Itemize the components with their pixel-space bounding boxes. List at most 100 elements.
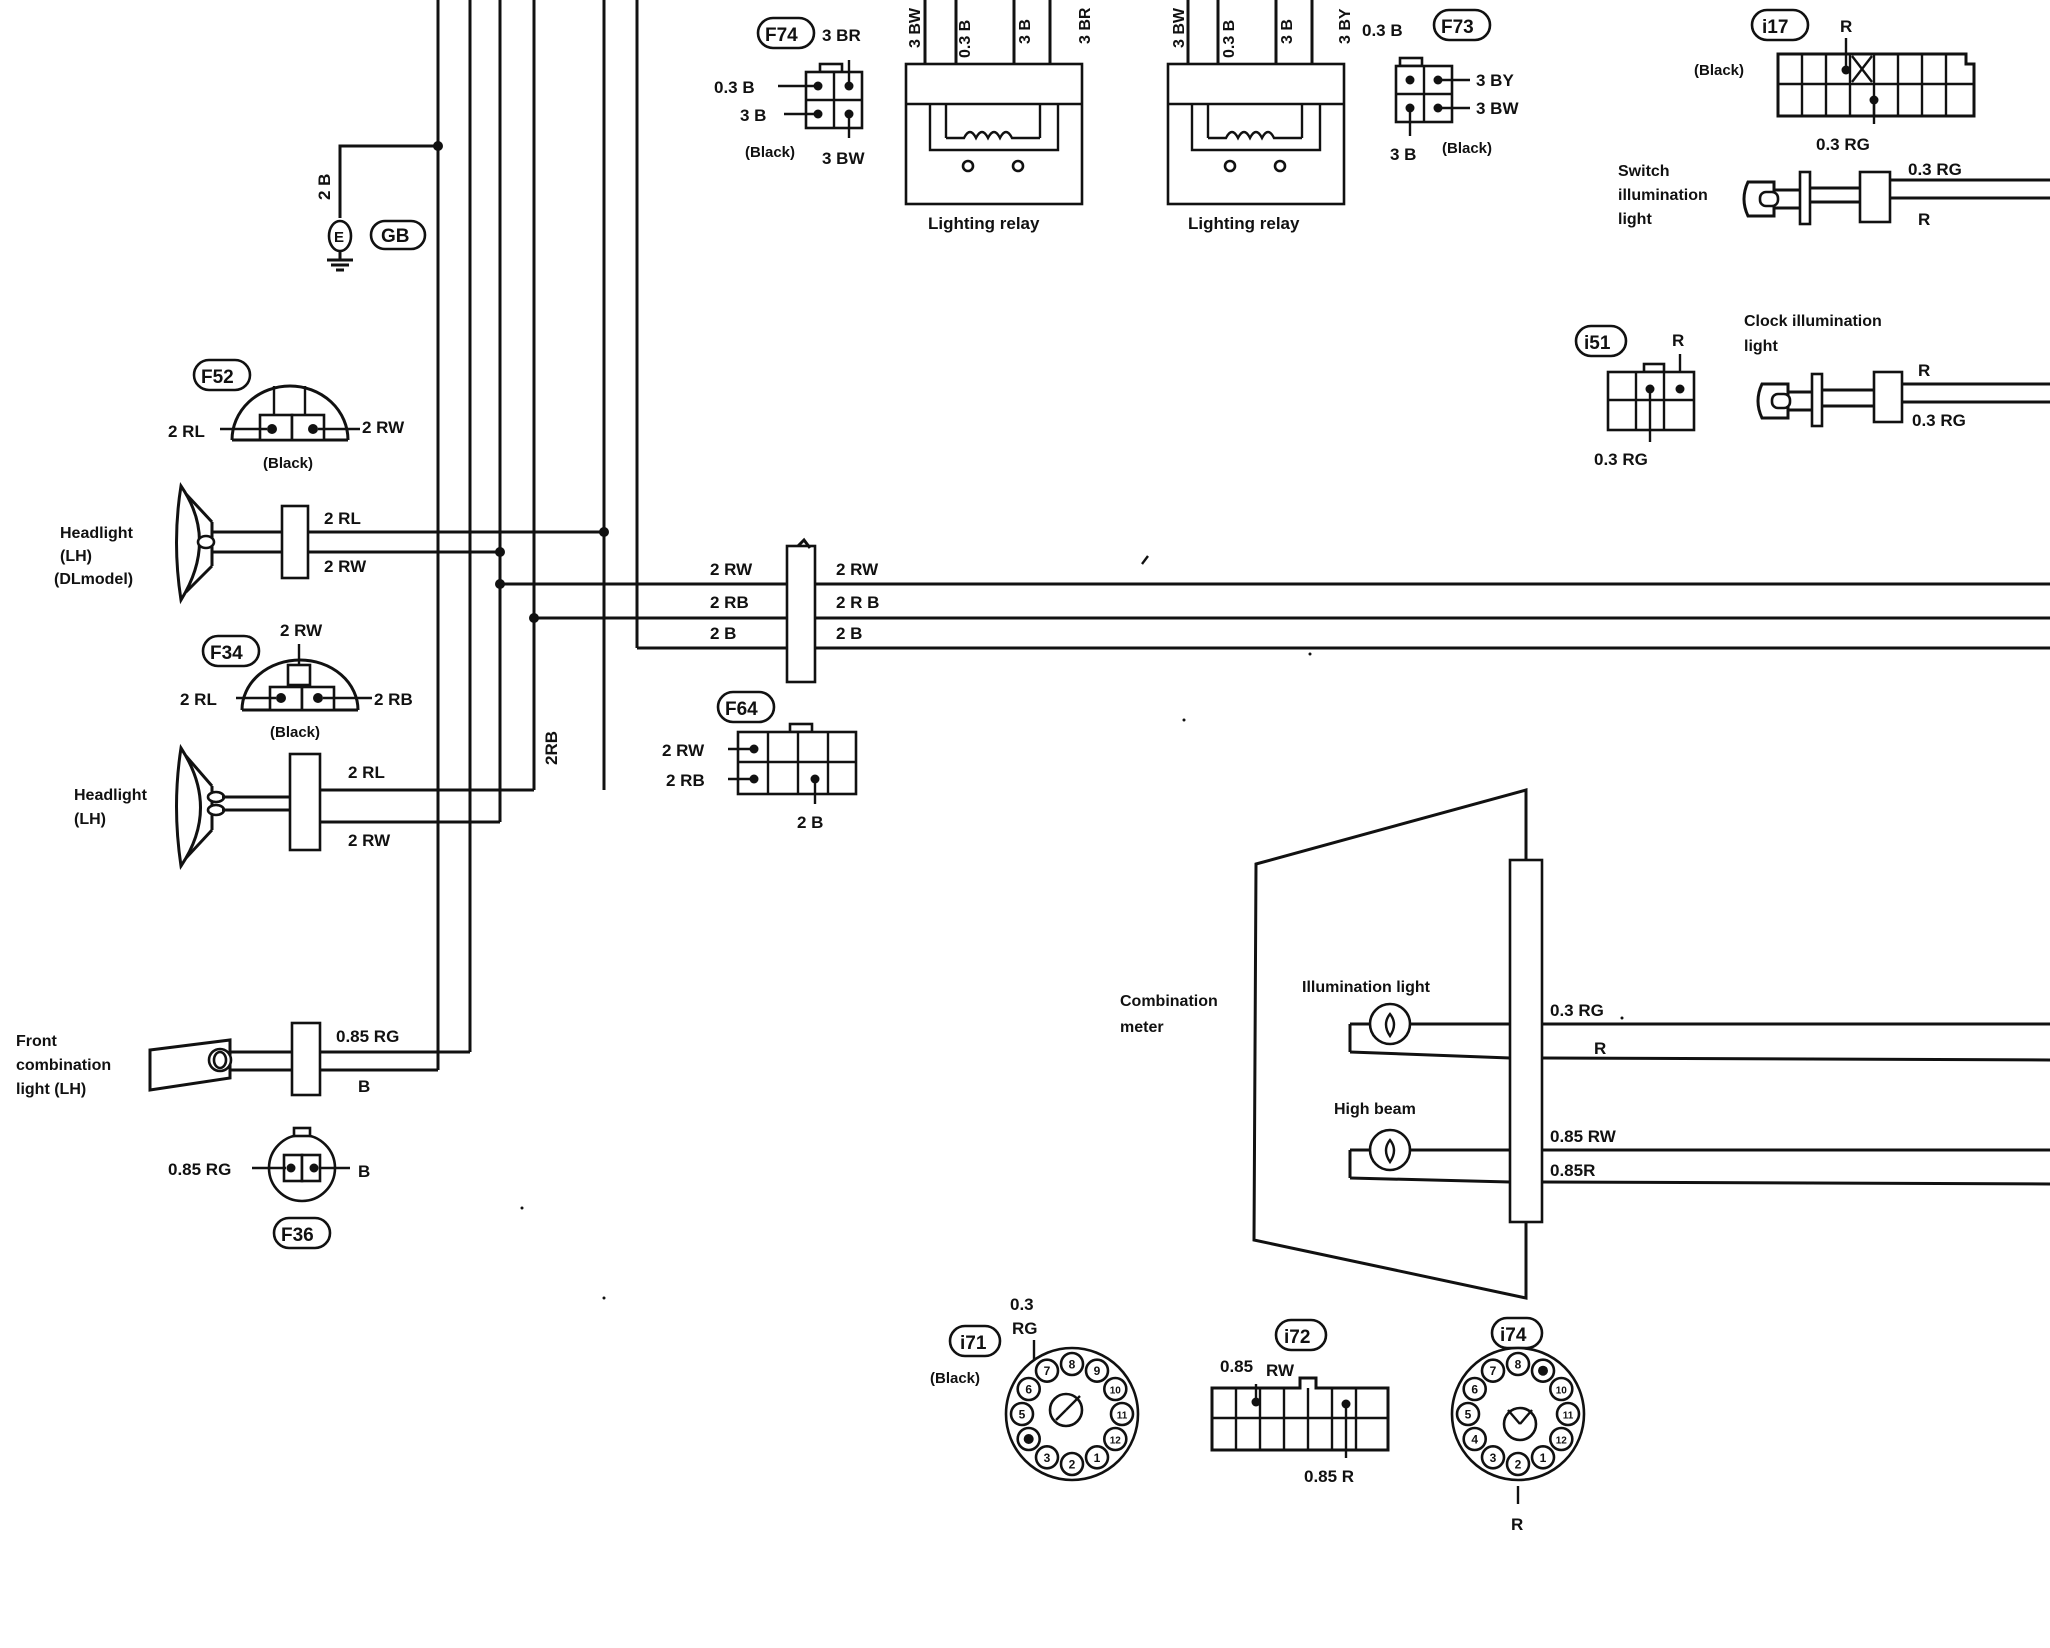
connector-f64: F64 2 RW 2 RB 2 B — [662, 690, 858, 832]
i74-used-pin-9 — [1538, 1365, 1548, 1376]
i71-pin-group: 123456789101112 — [1009, 1351, 1135, 1477]
i71-pin-8 — [1059, 1351, 1085, 1377]
connector-f36: 0.85 RG B F36 — [168, 1126, 370, 1250]
f52-right-wire: 2 RW — [362, 418, 405, 437]
clock-illum-label1: Clock illumination — [1744, 313, 1882, 330]
i71-pin-10 — [1103, 1376, 1128, 1402]
i17-top-wire: R — [1840, 17, 1852, 36]
i71-pin-label-10: 10 — [1110, 1386, 1122, 1397]
i71-pin-label-6: 6 — [1025, 1383, 1032, 1397]
i71-pin-1 — [1084, 1445, 1110, 1470]
f73-note: (Black) — [1442, 140, 1492, 157]
i74-pin-label-12: 12 — [1556, 1436, 1568, 1447]
headlight-dl-model: 2 RL 2 RW Headlight (LH) (DLmodel) — [54, 482, 604, 605]
comb-meter-label2: meter — [1120, 1019, 1164, 1036]
f34-top-wire: 2 RW — [280, 621, 323, 640]
f64-code: F64 — [725, 699, 758, 720]
i74-pin-2 — [1505, 1451, 1531, 1477]
headlight-dl-label1: Headlight — [60, 525, 134, 542]
headlight-dl-wire1: 2 RL — [324, 509, 361, 528]
scan-specks — [520, 652, 1624, 1300]
harness-right-wire2: 2 R B — [836, 593, 879, 612]
front-comb-wire2: B — [358, 1077, 370, 1096]
i51-bottom-wire: 0.3 RG — [1594, 450, 1648, 469]
high-beam-wire1: 0.85 RW — [1550, 1127, 1617, 1146]
f52-left-wire: 2 RL — [168, 422, 205, 441]
connector-f73: 0.3 B F73 3 BY 3 BW 3 B (Black) — [1362, 8, 1519, 164]
i71-pin-9 — [1084, 1358, 1110, 1383]
f74-bottom-right: 3 BW — [822, 149, 865, 168]
relay1-terminal3: 3 B — [1017, 19, 1034, 44]
i74-pin-10 — [1549, 1376, 1574, 1402]
i74-pin-label-11: 11 — [1563, 1411, 1574, 1422]
switch-illum-wire2: R — [1918, 210, 1930, 229]
i74-pin-group: 123456789101112 — [1455, 1351, 1581, 1477]
i74-pin-7 — [1480, 1358, 1506, 1383]
i74-code: i74 — [1500, 1325, 1527, 1346]
i51-code: i51 — [1584, 333, 1611, 354]
i74-pin-label-6: 6 — [1471, 1383, 1478, 1397]
f64-wire1: 2 RW — [662, 741, 705, 760]
connector-f34: F34 2 RW 2 RL 2 RB (Black) — [180, 621, 413, 741]
i71-code: i71 — [960, 1333, 987, 1354]
headlight-wire1: 2 RL — [348, 763, 385, 782]
i71-pin-label-11: 11 — [1117, 1411, 1128, 1422]
i74-pin-5 — [1455, 1401, 1481, 1427]
harness-left-wire2: 2 RB — [710, 593, 749, 612]
i71-wire2: RG — [1012, 1319, 1038, 1338]
i74-pin-11 — [1555, 1401, 1581, 1427]
i17-code: i17 — [1762, 17, 1788, 38]
i72-wire1b: RW — [1266, 1361, 1295, 1380]
connector-i51: i51 R 0.3 RG — [1574, 324, 1696, 469]
clock-illum-label2: light — [1744, 338, 1778, 355]
relay2-terminal3: 3 B — [1279, 19, 1296, 44]
comb-meter-label1: Combination — [1120, 993, 1218, 1010]
f34-code: F34 — [210, 643, 243, 664]
i17-note: (Black) — [1694, 62, 1744, 79]
clock-illum-wire1: R — [1918, 361, 1930, 380]
front-comb-label2: combination — [16, 1057, 111, 1074]
f36-code: F36 — [281, 1225, 314, 1246]
f34-note: (Black) — [270, 724, 320, 741]
front-comb-label3: light (LH) — [16, 1081, 86, 1098]
switch-illum-wire1: 0.3 RG — [1908, 160, 1962, 179]
i71-pin-5 — [1009, 1401, 1035, 1427]
relay1-terminal1: 3 BW — [907, 7, 924, 48]
i74-pin-12 — [1549, 1426, 1574, 1452]
high-beam-wire2: 0.85R — [1550, 1161, 1595, 1180]
f74-top-right: 3 BR — [822, 26, 861, 45]
headlight-label1: Headlight — [74, 787, 148, 804]
ground-wire-label: 2 B — [315, 174, 334, 200]
headlight-dl-label3: (DLmodel) — [54, 571, 133, 588]
vertical-trunk-wires — [433, 0, 639, 1070]
f36-right-wire: B — [358, 1162, 370, 1181]
i71-pin-label-9: 9 — [1094, 1364, 1101, 1378]
front-comb-wire1: 0.85 RG — [336, 1027, 399, 1046]
f64-wire3: 2 B — [797, 813, 823, 832]
f74-left-wire2: 3 B — [740, 106, 766, 125]
f74-code: F74 — [765, 25, 798, 46]
relay2-label: Lighting relay — [1188, 214, 1300, 233]
i74-pin-6 — [1462, 1376, 1487, 1402]
f74-note: (Black) — [745, 144, 795, 161]
i71-pin-label-7: 7 — [1044, 1364, 1051, 1378]
f36-left-wire: 0.85 RG — [168, 1160, 231, 1179]
relay1-terminal2: 0.3 B — [957, 20, 974, 58]
front-comb-label1: Front — [16, 1033, 58, 1050]
f73-top-left: 0.3 B — [1362, 21, 1403, 40]
relay2-terminal1: 3 BW — [1171, 7, 1188, 48]
f34-left-wire: 2 RL — [180, 690, 217, 709]
headlight-dl-label2: (LH) — [60, 548, 92, 565]
ground-gb: 2 B E GB — [315, 144, 438, 272]
i17-bottom-wire: 0.3 RG — [1816, 135, 1870, 154]
connector-i72: i72 0.85 RW 0.85 R — [1210, 1318, 1390, 1486]
i74-pin-8 — [1505, 1351, 1531, 1377]
relay2-terminal2: 0.3 B — [1221, 20, 1238, 58]
f74-left-wire1: 0.3 B — [714, 78, 755, 97]
f73-right-wire1: 3 BY — [1476, 71, 1514, 90]
relay1-label: Lighting relay — [928, 214, 1040, 233]
lighting-relay-1: 3 BW 0.3 B 3 B 3 BR Lighting relay — [904, 0, 1094, 233]
switch-illum-label2: illumination — [1618, 187, 1708, 204]
i71-note: (Black) — [930, 1370, 980, 1387]
